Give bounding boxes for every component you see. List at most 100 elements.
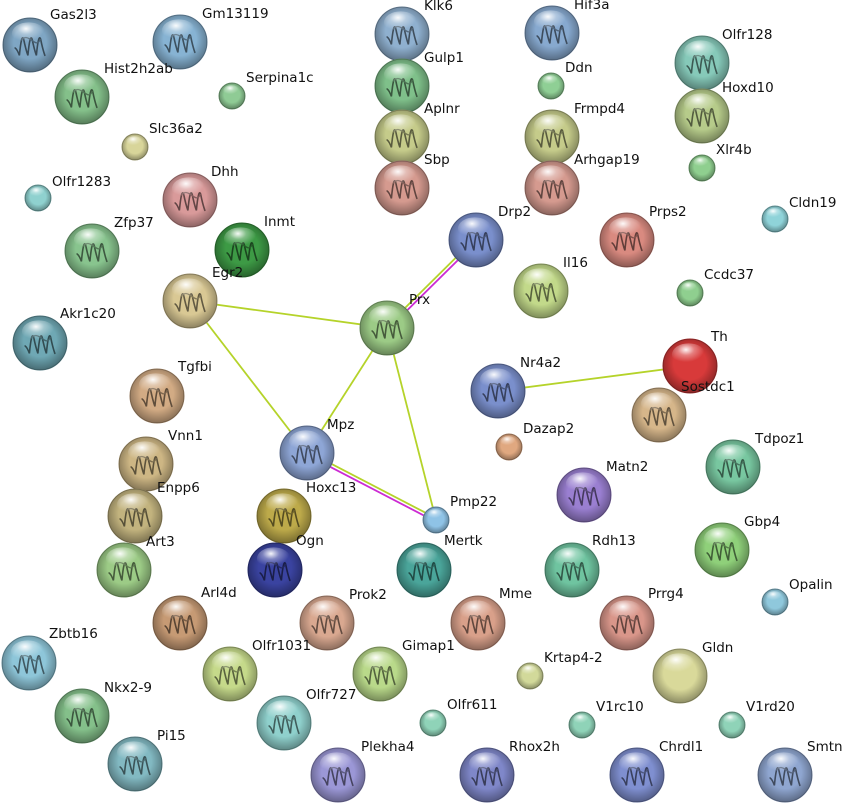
node-olfr128[interactable]: Olfr128 <box>674 27 772 91</box>
node-highlight <box>383 165 418 188</box>
node-hoxd10[interactable]: Hoxd10 <box>674 80 774 144</box>
node-nr4a2[interactable]: Nr4a2 <box>470 355 561 419</box>
edge-egr2-prx[interactable] <box>189 300 388 329</box>
node-highlight <box>73 228 108 251</box>
node-olfr611[interactable]: Olfr611 <box>419 697 497 737</box>
node-akr1c20[interactable]: Akr1c20 <box>12 306 116 371</box>
node-art3[interactable]: Art3 <box>96 534 175 598</box>
node-gulp1[interactable]: Gulp1 <box>374 50 464 114</box>
node-v1rd20[interactable]: V1rd20 <box>718 699 795 739</box>
node-gbp4[interactable]: Gbp4 <box>694 514 780 578</box>
node-nkx2-9[interactable]: Nkx2-9 <box>54 680 152 744</box>
node-enpp6[interactable]: Enpp6 <box>107 480 200 544</box>
node-prps2[interactable]: Prps2 <box>599 204 687 268</box>
node-highlight <box>127 441 162 464</box>
node-vnn1[interactable]: Vnn1 <box>118 428 203 492</box>
node-label: Prrg4 <box>648 586 684 602</box>
node-pmp22[interactable]: Pmp22 <box>422 494 497 534</box>
node-chrdl1[interactable]: Chrdl1 <box>609 739 703 803</box>
node-label: Prps2 <box>649 204 687 220</box>
node-label: Prok2 <box>349 587 387 603</box>
node-dhh[interactable]: Dhh <box>162 164 239 228</box>
node-smtn[interactable]: Smtn <box>757 739 843 803</box>
node-zfp37[interactable]: Zfp37 <box>64 215 154 279</box>
node-tdpoz1[interactable]: Tdpoz1 <box>705 431 804 495</box>
node-olfr1031[interactable]: Olfr1031 <box>202 638 311 702</box>
edge-nr4a2-th[interactable] <box>497 365 691 392</box>
node-highlight <box>500 436 517 448</box>
node-highlight <box>542 75 559 86</box>
node-prrg4[interactable]: Prrg4 <box>599 586 684 651</box>
node-il16[interactable]: Il16 <box>513 255 588 319</box>
node-highlight <box>723 714 740 725</box>
node-highlight <box>683 93 718 117</box>
node-highlight <box>29 187 46 198</box>
node-slc36a2[interactable]: Slc36a2 <box>121 121 203 161</box>
node-label: Rdh13 <box>592 533 636 549</box>
node-gimap1[interactable]: Gimap1 <box>352 638 455 702</box>
node-hif3a[interactable]: Hif3a <box>524 0 610 61</box>
node-gm13119[interactable]: Gm13119 <box>152 6 269 70</box>
node-mertk[interactable]: Mertk <box>396 533 483 598</box>
node-hoxc13[interactable]: Hoxc13 <box>256 480 356 544</box>
node-tgfbi[interactable]: Tgfbi <box>129 359 212 424</box>
node-xlr4b[interactable]: Xlr4b <box>688 142 752 182</box>
node-label: Gbp4 <box>744 514 780 530</box>
node-arhgap19[interactable]: Arhgap19 <box>524 152 640 216</box>
edge-line <box>189 300 308 454</box>
node-label: Plekha4 <box>361 739 414 755</box>
node-prok2[interactable]: Prok2 <box>299 587 387 651</box>
node-rdh13[interactable]: Rdh13 <box>544 533 636 598</box>
node-highlight <box>693 157 710 168</box>
node-zbtb16[interactable]: Zbtb16 <box>1 626 98 691</box>
edge-layer <box>189 238 691 523</box>
node-pi15[interactable]: Pi15 <box>107 728 186 792</box>
node-aplnr[interactable]: Aplnr <box>374 101 460 165</box>
node-th[interactable]: Th <box>662 329 728 394</box>
node-arl4d[interactable]: Arl4d <box>152 585 237 651</box>
node-sbp[interactable]: Sbp <box>374 152 450 216</box>
node-hist2h2ab[interactable]: Hist2h2ab <box>54 61 173 125</box>
node-highlight <box>640 392 675 415</box>
node-drp2[interactable]: Drp2 <box>448 204 531 268</box>
node-plekha4[interactable]: Plekha4 <box>310 739 414 803</box>
node-ccdc37[interactable]: Ccdc37 <box>676 267 754 307</box>
node-gas2l3[interactable]: Gas2l3 <box>2 7 97 73</box>
node-mme[interactable]: Mme <box>450 586 532 651</box>
node-sostdc1[interactable]: Sostdc1 <box>631 379 735 443</box>
node-highlight <box>683 40 718 63</box>
node-serpina1c[interactable]: Serpina1c <box>218 70 314 110</box>
node-highlight <box>533 10 568 33</box>
node-highlight <box>681 282 698 294</box>
node-highlight <box>211 651 246 674</box>
node-v1rc10[interactable]: V1rc10 <box>568 699 644 739</box>
node-rhox2h[interactable]: Rhox2h <box>459 739 560 803</box>
node-highlight <box>171 278 206 301</box>
node-inmt[interactable]: Inmt <box>214 214 295 278</box>
node-highlight <box>288 430 323 453</box>
node-dazap2[interactable]: Dazap2 <box>495 421 574 461</box>
node-gldn[interactable]: Gldn <box>652 640 733 704</box>
node-prx[interactable]: Prx <box>359 292 430 356</box>
edge-egr2-mpz[interactable] <box>189 300 308 454</box>
node-krtap4-2[interactable]: Krtap4-2 <box>516 650 603 690</box>
node-olfr1283[interactable]: Olfr1283 <box>24 174 111 212</box>
node-klk6[interactable]: Klk6 <box>374 0 453 62</box>
node-highlight <box>11 22 46 45</box>
node-cldn19[interactable]: Cldn19 <box>761 195 836 233</box>
node-olfr727[interactable]: Olfr727 <box>256 687 356 751</box>
node-matn2[interactable]: Matn2 <box>556 459 648 523</box>
node-ddn[interactable]: Ddn <box>537 60 593 100</box>
node-ogn[interactable]: Ogn <box>247 533 324 598</box>
node-label: Ccdc37 <box>704 267 754 283</box>
node-highlight <box>383 114 418 137</box>
node-label: Zbtb16 <box>49 626 98 642</box>
node-label: Gimap1 <box>402 638 455 654</box>
node-frmpd4[interactable]: Frmpd4 <box>524 101 625 165</box>
node-highlight <box>671 343 706 366</box>
node-label: Gm13119 <box>202 6 269 22</box>
edge-prx-pmp22[interactable] <box>386 327 437 521</box>
node-mpz[interactable]: Mpz <box>279 417 354 481</box>
node-egr2[interactable]: Egr2 <box>162 265 243 329</box>
node-opalin[interactable]: Opalin <box>761 577 833 616</box>
